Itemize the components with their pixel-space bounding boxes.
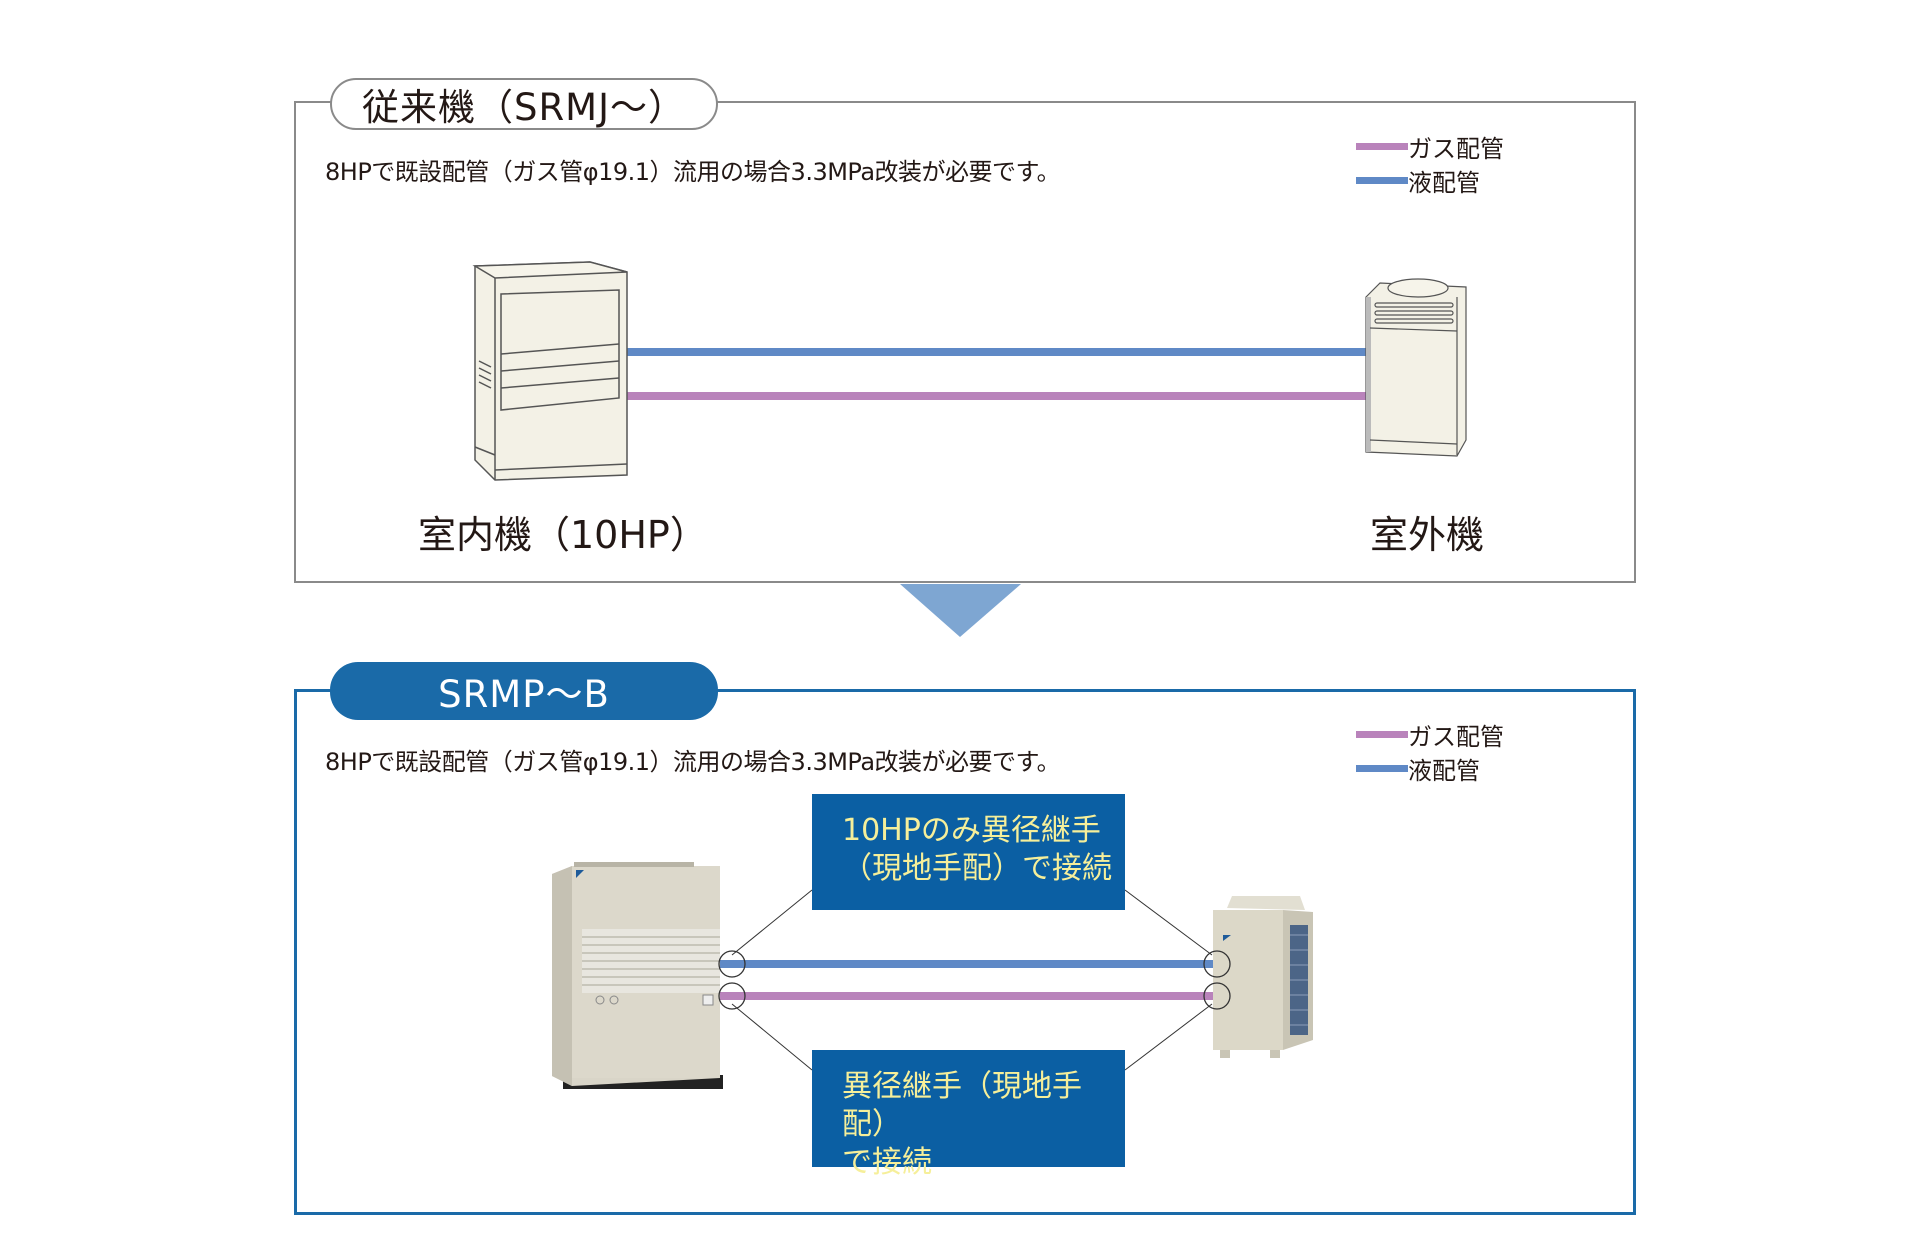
gas-pipe-new: [720, 992, 1218, 1000]
indoor-unit-new-icon: [552, 862, 723, 1089]
joint-circle-liquid-indoor: [718, 950, 746, 978]
joint-circle-gas-indoor: [718, 982, 746, 1010]
outdoor-unit-old-icon: [1365, 278, 1467, 457]
new-system-note: 8HPで既設配管（ガス管φ19.1）流用の場合3.3MPa改装が必要です。: [325, 748, 1061, 776]
callout-line: 異径継手（現地手配）: [842, 1069, 1082, 1142]
legend-liquid: 液配管: [1356, 163, 1504, 197]
liquid-pipe-swatch: [1356, 764, 1408, 772]
new-system-title: SRMP～B: [330, 662, 718, 720]
outdoor-unit-label: 室外機: [1370, 513, 1485, 557]
callout-line: 10HPのみ異径継手: [842, 813, 1101, 848]
gas-pipe-swatch: [1356, 142, 1408, 150]
new-system-legend: ガス配管 液配管: [1356, 717, 1504, 785]
legend-liquid-label: 液配管: [1408, 168, 1480, 197]
gas-pipe-swatch: [1356, 730, 1408, 738]
joint-circle-liquid-outdoor: [1203, 950, 1231, 978]
outdoor-unit-new-icon: [1213, 896, 1313, 1058]
legend-liquid-label: 液配管: [1408, 756, 1480, 785]
old-system-legend: ガス配管 液配管: [1356, 129, 1504, 197]
callout-reducer: 異径継手（現地手配） で接続: [812, 1050, 1125, 1180]
old-system-title: 従来機（SRMJ～）: [330, 78, 718, 130]
callout-line: で接続: [842, 1145, 932, 1180]
indoor-unit-label: 室内機（10HP）: [418, 513, 708, 557]
callout-leader-lines: [731, 889, 1213, 1071]
joint-circle-gas-outdoor: [1203, 982, 1231, 1010]
old-system-note: 8HPで既設配管（ガス管φ19.1）流用の場合3.3MPa改装が必要です。: [325, 158, 1061, 186]
legend-gas-label: ガス配管: [1408, 722, 1504, 751]
liquid-pipe-swatch: [1356, 176, 1408, 184]
legend-gas: ガス配管: [1356, 717, 1504, 751]
liquid-pipe-new: [720, 960, 1218, 968]
legend-gas-label: ガス配管: [1408, 134, 1504, 163]
gas-pipe-old: [627, 392, 1367, 400]
down-triangle-icon: [900, 584, 1021, 637]
indoor-unit-old-icon: [472, 261, 628, 481]
legend-gas: ガス配管: [1356, 129, 1504, 163]
liquid-pipe-old: [627, 348, 1367, 356]
callout-10hp-reducer: 10HPのみ異径継手 （現地手配）で接続: [812, 794, 1125, 910]
callout-line: （現地手配）で接続: [842, 851, 1112, 886]
legend-liquid: 液配管: [1356, 751, 1504, 785]
